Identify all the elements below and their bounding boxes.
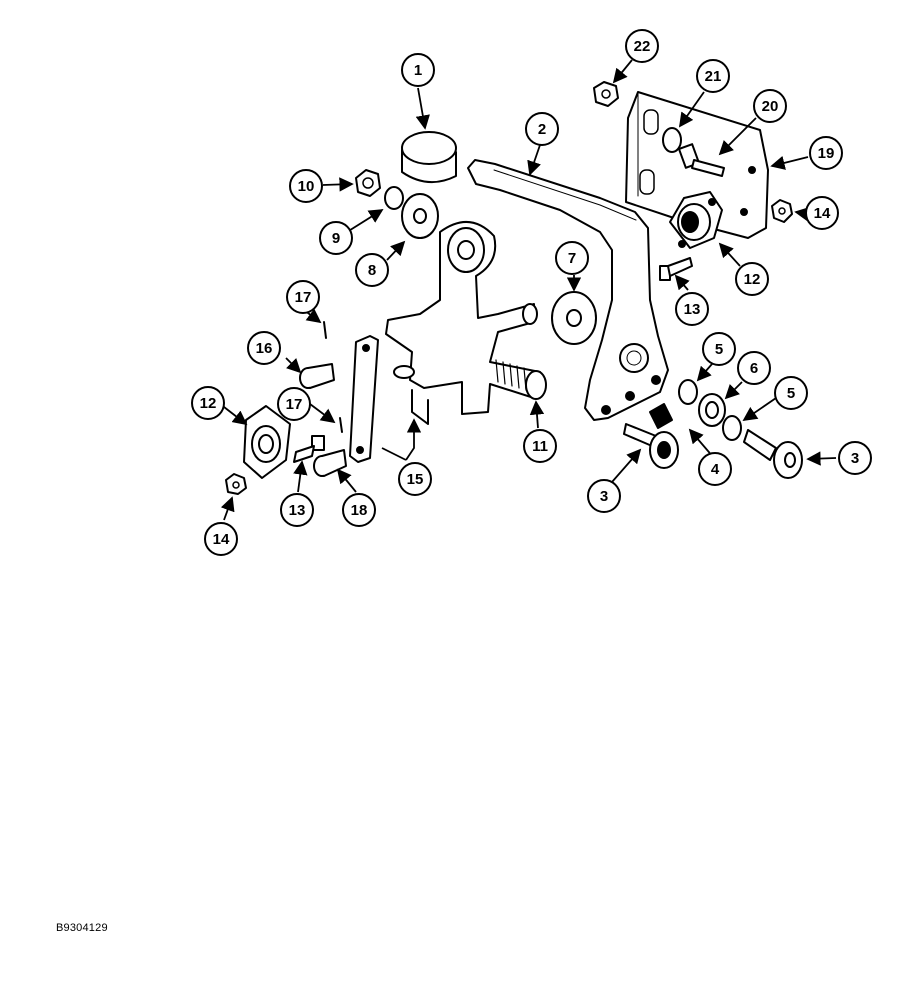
callout-12-left: 12	[191, 386, 225, 420]
svg-text:13: 13	[684, 301, 701, 318]
nut-22	[593, 81, 619, 107]
nut-10	[355, 169, 381, 197]
pivot-shaft-hub	[385, 220, 547, 425]
callout-21: 21	[696, 59, 730, 93]
lock-washer-9	[384, 186, 404, 210]
nut-14-right	[771, 199, 793, 223]
callout-18: 18	[342, 493, 376, 527]
callout-12-right: 12	[735, 262, 769, 296]
flat-washer-8	[401, 193, 439, 239]
svg-text:6: 6	[750, 360, 758, 377]
washer-21	[662, 127, 682, 153]
flange-bearing-right	[669, 191, 723, 249]
figure-reference-number: B9304129	[56, 922, 108, 934]
cotter-pin-17-upper	[323, 321, 327, 339]
set-screw-4	[649, 403, 673, 429]
callout-17-lower: 17	[277, 387, 311, 421]
svg-text:14: 14	[213, 531, 230, 548]
svg-text:18: 18	[351, 502, 368, 519]
leader-lines	[220, 59, 837, 521]
callout-8: 8	[355, 253, 389, 287]
callout-17-upper: 17	[286, 280, 320, 314]
svg-text:21: 21	[705, 68, 722, 85]
shoulder-bolt-3-left	[623, 423, 679, 469]
callout-14-right: 14	[805, 196, 839, 230]
svg-text:19: 19	[818, 145, 835, 162]
flange-bearing-left	[243, 405, 291, 479]
svg-text:5: 5	[715, 341, 723, 358]
callout-14-left: 14	[204, 522, 238, 556]
callout-20: 20	[753, 89, 787, 123]
svg-text:22: 22	[634, 38, 651, 55]
bolt-13-right	[659, 257, 693, 281]
svg-text:9: 9	[332, 230, 340, 247]
link-15	[349, 335, 379, 463]
callout-10: 10	[289, 169, 323, 203]
svg-text:3: 3	[600, 488, 608, 505]
callout-5-lower: 5	[774, 376, 808, 410]
clevis-pin-18	[313, 449, 347, 477]
clevis-pin-16	[299, 363, 335, 389]
pedal-arm	[467, 159, 669, 421]
callout-5-upper: 5	[702, 332, 736, 366]
svg-text:5: 5	[787, 385, 795, 402]
svg-text:12: 12	[200, 395, 217, 412]
bearing-6	[698, 393, 726, 427]
callout-4: 4	[698, 452, 732, 486]
svg-text:4: 4	[711, 461, 720, 478]
svg-text:10: 10	[298, 178, 315, 195]
washer-5-upper	[678, 379, 698, 405]
pedal-pad	[401, 131, 457, 183]
svg-text:17: 17	[295, 289, 312, 306]
callout-22: 22	[625, 29, 659, 63]
svg-text:2: 2	[538, 121, 546, 138]
callout-3-left: 3	[587, 479, 621, 513]
callout-16: 16	[247, 331, 281, 365]
flat-washer-7	[551, 291, 597, 345]
svg-text:1: 1	[414, 62, 422, 79]
svg-text:12: 12	[744, 271, 761, 288]
callout-9: 9	[319, 221, 353, 255]
svg-text:16: 16	[256, 340, 273, 357]
callout-13-right: 13	[675, 292, 709, 326]
callout-7: 7	[555, 241, 589, 275]
shoulder-bolt-3-right	[743, 429, 803, 479]
svg-text:13: 13	[289, 502, 306, 519]
svg-text:3: 3	[851, 450, 859, 467]
washer-5-lower	[722, 415, 742, 441]
svg-text:20: 20	[762, 98, 779, 115]
callout-1: 1	[401, 53, 435, 87]
svg-text:17: 17	[286, 396, 303, 413]
callout-15: 15	[398, 462, 432, 496]
callout-19: 19	[809, 136, 843, 170]
callout-6: 6	[737, 351, 771, 385]
svg-text:8: 8	[368, 262, 376, 279]
nut-14-left	[225, 473, 247, 495]
svg-text:14: 14	[814, 205, 831, 222]
cotter-pin-17-lower	[339, 417, 343, 433]
svg-text:7: 7	[568, 250, 576, 267]
callout-13-left: 13	[280, 493, 314, 527]
callout-2: 2	[525, 112, 559, 146]
bolt-20	[678, 143, 725, 177]
bolt-13-left	[293, 435, 325, 463]
svg-text:15: 15	[407, 471, 424, 488]
svg-text:11: 11	[532, 438, 548, 455]
callout-11: 11	[523, 429, 557, 463]
callout-3-right: 3	[838, 441, 872, 475]
